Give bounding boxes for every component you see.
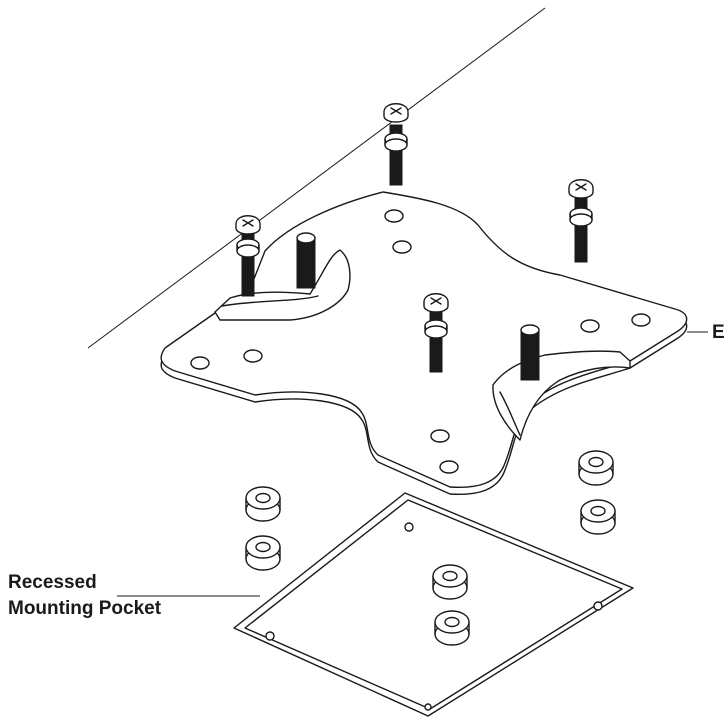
screw-top — [383, 103, 409, 186]
spacer-right-upper — [578, 450, 614, 486]
label-recessed-line2: Mounting Pocket — [8, 598, 162, 619]
wall-edge-line — [87, 7, 546, 349]
alignment-pin-left — [296, 232, 316, 289]
screw-left — [235, 215, 261, 297]
pocket-spacer-upper — [432, 564, 468, 600]
spacer-right-lower — [580, 499, 616, 535]
pocket-spacer-lower — [434, 610, 470, 646]
label-recessed-mounting-pocket: Recessed Mounting Pocket — [8, 570, 161, 622]
screw-center — [423, 293, 449, 373]
recessed-pocket — [233, 492, 634, 717]
label-right-partial: E — [712, 320, 725, 346]
label-recessed-line1: Recessed — [8, 572, 97, 593]
label-right-text: E — [712, 322, 725, 343]
mounting-plate — [160, 191, 688, 496]
spacer-left-upper — [245, 486, 281, 522]
spacer-left-lower — [245, 535, 281, 571]
alignment-pin-right — [520, 324, 540, 381]
screw-right — [568, 179, 594, 263]
